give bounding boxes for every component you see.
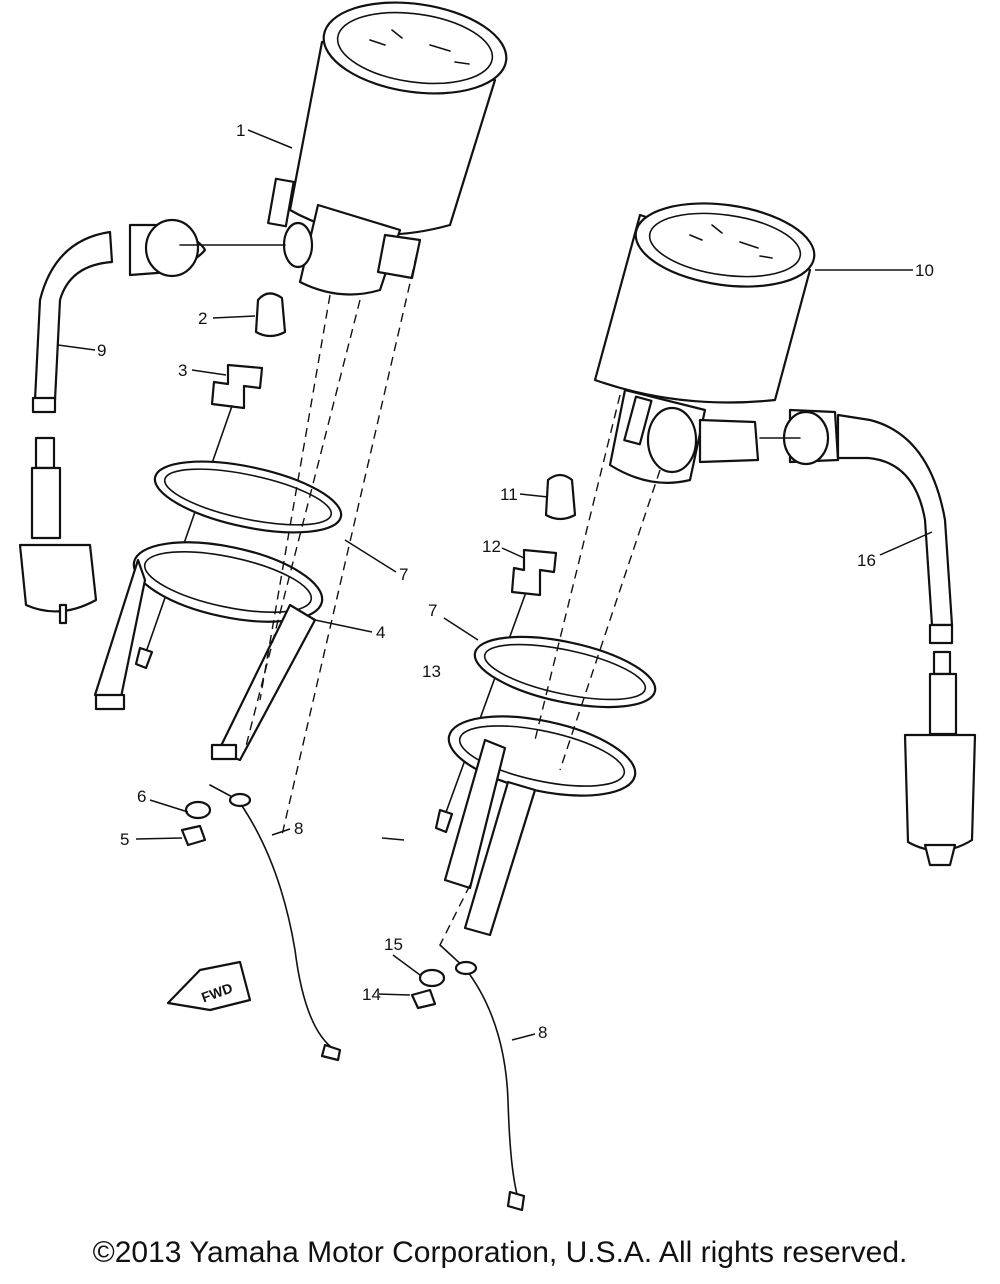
- callout-8-left: 8: [294, 819, 303, 838]
- callout-leaders: [57, 129, 933, 1041]
- right-meter-cable: [759, 408, 977, 867]
- callout-11: 11: [500, 485, 518, 504]
- right-bulb-parts: [434, 473, 577, 834]
- callout-1: 1: [236, 121, 245, 140]
- assembly-guide-lines: [244, 239, 661, 946]
- callout-9: 9: [97, 341, 106, 360]
- right-fasteners-and-wire: [410, 944, 526, 1212]
- callout-5: 5: [120, 830, 129, 849]
- exploded-parts-diagram: FWD: [18, 1, 977, 1212]
- callout-4: 4: [376, 623, 385, 642]
- callout-numbers: 1 2 3 4 5 6 7 7 8 8 9 10 11 12 13 14 15 …: [97, 121, 934, 1042]
- callout-6: 6: [137, 787, 146, 806]
- right-gasket-and-bracket: [443, 635, 657, 937]
- left-meter-cable: [18, 218, 286, 625]
- copyright-notice: ©2013 Yamaha Motor Corporation, U.S.A. A…: [92, 1236, 908, 1269]
- callout-7-right: 7: [428, 601, 437, 620]
- left-bulb-parts: [134, 292, 287, 670]
- callout-12: 12: [482, 537, 501, 556]
- callout-14: 14: [362, 985, 381, 1004]
- callout-15: 15: [384, 935, 403, 954]
- left-meter-assembly: [267, 1, 508, 296]
- callout-10: 10: [915, 261, 934, 280]
- callout-13: 13: [422, 662, 441, 681]
- callout-2: 2: [198, 309, 207, 328]
- callout-8-right: 8: [538, 1023, 547, 1042]
- left-fasteners-and-wire: [180, 784, 342, 1062]
- right-meter-assembly: [593, 202, 816, 484]
- left-gasket-and-bracket: [93, 460, 343, 762]
- callout-7-left: 7: [399, 565, 408, 584]
- forward-direction-arrow: FWD: [166, 960, 252, 1012]
- callout-3: 3: [178, 361, 187, 380]
- callout-16: 16: [857, 551, 876, 570]
